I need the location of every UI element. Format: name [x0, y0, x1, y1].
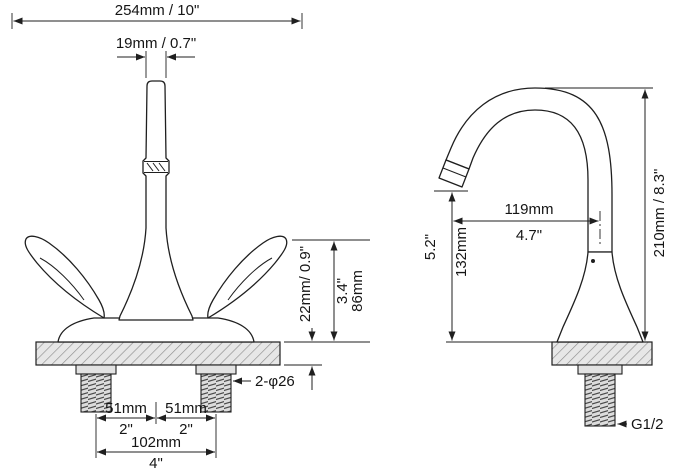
- shank-right: [195, 364, 237, 413]
- joint-shading-line: [146, 162, 154, 172]
- shank-left-thread: [80, 373, 112, 413]
- dim-text-hole-callout: 2-φ26: [255, 373, 295, 390]
- body-side: [556, 251, 644, 343]
- shank-right-thread: [200, 373, 232, 413]
- shank-side: [577, 364, 623, 427]
- dim-text-right-spacing-in: 2": [179, 421, 193, 438]
- front-dimensions: 254mm / 10" 19mm / 0.7" 3.4" 86mm 22mm/ …: [11, 2, 370, 472]
- dim-spout-reach: 119mm 4.7": [453, 201, 601, 247]
- dim-handle-height: 3.4" 86mm: [284, 239, 370, 343]
- dim-text-spout-height-mm: 132mm: [453, 227, 470, 277]
- dim-spout-width: 19mm / 0.7": [116, 35, 196, 78]
- handle-left-contour: [39, 257, 85, 301]
- dim-text-overall-height: 210mm / 8.3": [651, 169, 668, 258]
- dim-text-handle-height-in: 3.4": [334, 278, 351, 304]
- dim-text-spout-reach-in: 4.7": [516, 227, 542, 244]
- dim-hole-callout: 2-φ26: [233, 373, 295, 390]
- dim-text-spout-width: 19mm / 0.7": [116, 35, 196, 52]
- aerator-joint-line: [442, 167, 467, 178]
- handle-right-contour: [227, 257, 273, 301]
- dim-text-spout-reach-mm: 119mm: [505, 201, 554, 218]
- shank-right-collar: [195, 364, 237, 375]
- dim-text-overall-width: 254mm / 10": [115, 2, 200, 19]
- shank-left-collar: [75, 364, 117, 375]
- dim-text-deck-thickness: 22mm/ 0.9": [297, 246, 314, 322]
- countertop-side: [551, 341, 653, 366]
- dim-text-handle-height-mm: 86mm: [349, 270, 366, 312]
- spout-side: [445, 87, 613, 253]
- dim-text-left-spacing-in: 2": [119, 421, 133, 438]
- aerator-tip: [438, 159, 470, 188]
- dim-overall-width: 254mm / 10": [11, 2, 303, 29]
- dim-overall-height: 210mm / 8.3": [545, 87, 668, 341]
- dim-text-left-spacing-mm: 51mm: [105, 400, 147, 417]
- dim-hole-spacing: 51mm 2" 51mm 2": [95, 400, 217, 458]
- joint-shading-line: [158, 162, 166, 172]
- dim-hole-centers: 102mm 4": [97, 434, 215, 472]
- shank-side-collar: [577, 364, 623, 375]
- countertop-front: [35, 341, 281, 366]
- side-dimensions: 210mm / 8.3" 119mm 4.7" 132mm 5.2" G1/2: [422, 87, 668, 433]
- escutcheon-base: [57, 317, 255, 343]
- dim-deck-thickness: 22mm/ 0.9": [284, 246, 322, 390]
- joint-shading-line: [152, 162, 160, 172]
- dim-text-hole-centers-in: 4": [149, 455, 163, 472]
- spout-front: [118, 80, 194, 321]
- shank-side-thread: [584, 373, 616, 427]
- front-view: [24, 80, 288, 413]
- dim-text-spout-height-in: 5.2": [422, 234, 439, 260]
- handle-pin: [591, 259, 595, 263]
- dim-spout-height: 132mm 5.2": [422, 190, 554, 343]
- dim-text-inlet-thread: G1/2: [631, 416, 664, 433]
- shank-left: [75, 364, 117, 413]
- dim-text-hole-centers-mm: 102mm: [131, 434, 181, 451]
- dim-text-right-spacing-mm: 51mm: [165, 400, 207, 417]
- side-view: [438, 87, 653, 427]
- dim-inlet-thread: G1/2: [617, 416, 664, 433]
